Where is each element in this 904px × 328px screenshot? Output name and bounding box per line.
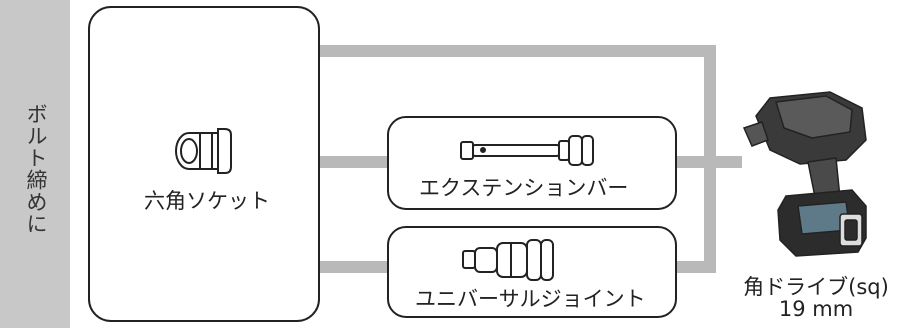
- connector-to-extension-left: [318, 156, 390, 168]
- side-label: ボルト締めに: [24, 103, 48, 235]
- extension-box: [387, 116, 677, 210]
- connector-to-joint-right: [676, 261, 716, 273]
- connector-to-tool: [716, 156, 742, 168]
- universal-joint-label: ユニバーサルジョイント: [415, 287, 646, 311]
- connector-to-joint-left: [318, 261, 390, 273]
- extension-label: エクステンションバー: [419, 176, 629, 200]
- drive-label-line2: 19 mm: [778, 297, 854, 321]
- hex-socket-icon: [175, 128, 232, 174]
- connector-lines: [318, 45, 742, 273]
- side-bar: [0, 0, 70, 328]
- drive-label-line1: 角ドライブ(sq): [743, 275, 889, 299]
- impact-wrench-icon: [742, 91, 867, 257]
- universal-joint-icon: [462, 239, 554, 281]
- connector-to-extension-right: [676, 156, 716, 168]
- socket-label: 六角ソケット: [144, 189, 270, 213]
- extension-bar-icon: [460, 135, 594, 166]
- connector-top: [318, 45, 716, 57]
